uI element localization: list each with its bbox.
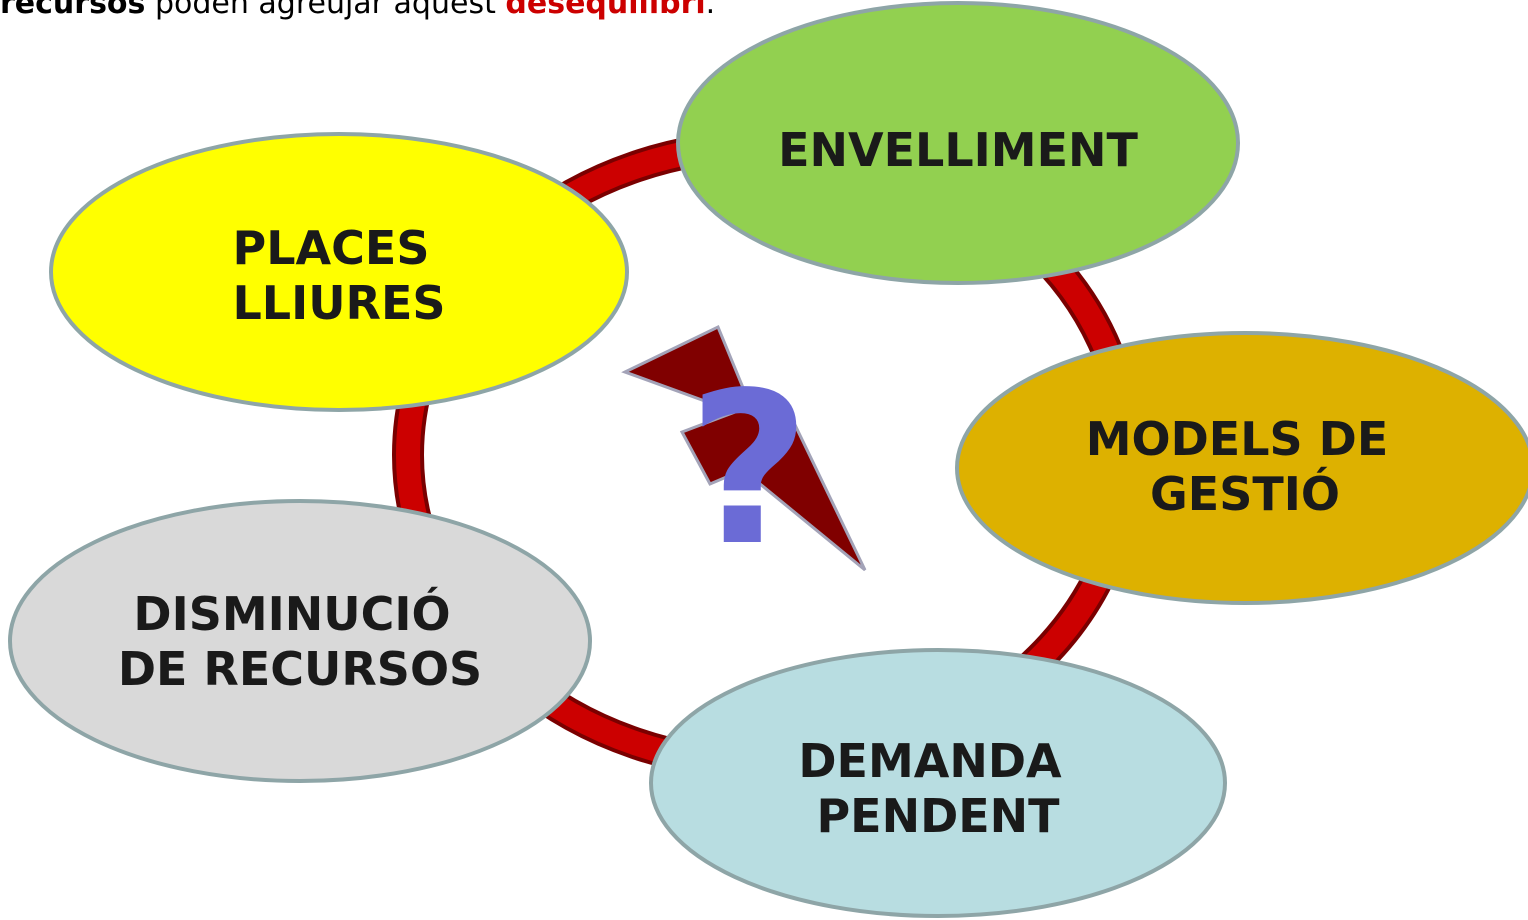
node-models-gestio: MODELS DE GESTIÓ [955, 331, 1528, 605]
node-shape [8, 499, 592, 783]
lightning-bolt-icon [621, 324, 867, 572]
node-label: ENVELLIMENT [778, 123, 1138, 177]
caption-highlight-word: desequilibri [505, 0, 706, 21]
node-shape [955, 331, 1528, 605]
node-label-line: GESTIÓ [1150, 467, 1340, 521]
node-demanda-pendent: DEMANDA PENDENT [649, 648, 1227, 918]
node-label: DEMANDA PENDENT [798, 734, 1077, 843]
caption-bold-word: recursos [0, 0, 146, 21]
question-mark-icon: ? [688, 347, 810, 592]
node-label-line: DEMANDA [798, 734, 1062, 788]
node-shape [49, 132, 629, 412]
node-envelliment: ENVELLIMENT [676, 1, 1240, 285]
node-places-lliures: PLACES LLIURES [49, 132, 629, 412]
node-label-line: ENVELLIMENT [778, 123, 1138, 177]
node-label: PLACES LLIURES [232, 221, 445, 330]
caption-text: recursos poden agreujar aquest desequili… [0, 0, 715, 22]
node-label-line: PENDENT [816, 789, 1060, 843]
caption-middle-text: poden agreujar aquest [145, 0, 506, 21]
node-label-line: DE RECURSOS [118, 642, 482, 696]
node-label: MODELS DE GESTIÓ [1086, 412, 1405, 521]
node-shape [649, 648, 1227, 918]
node-label-line: MODELS DE [1086, 412, 1389, 466]
node-label: DISMINUCIÓ DE RECURSOS [118, 587, 482, 696]
node-label-line: PLACES [233, 221, 430, 275]
node-shape [676, 1, 1240, 285]
node-disminucio-recursos: DISMINUCIÓ DE RECURSOS [8, 499, 592, 783]
caption-end: . [705, 0, 716, 21]
node-label-line: DISMINUCIÓ [133, 587, 450, 641]
node-label-line: LLIURES [232, 276, 445, 330]
